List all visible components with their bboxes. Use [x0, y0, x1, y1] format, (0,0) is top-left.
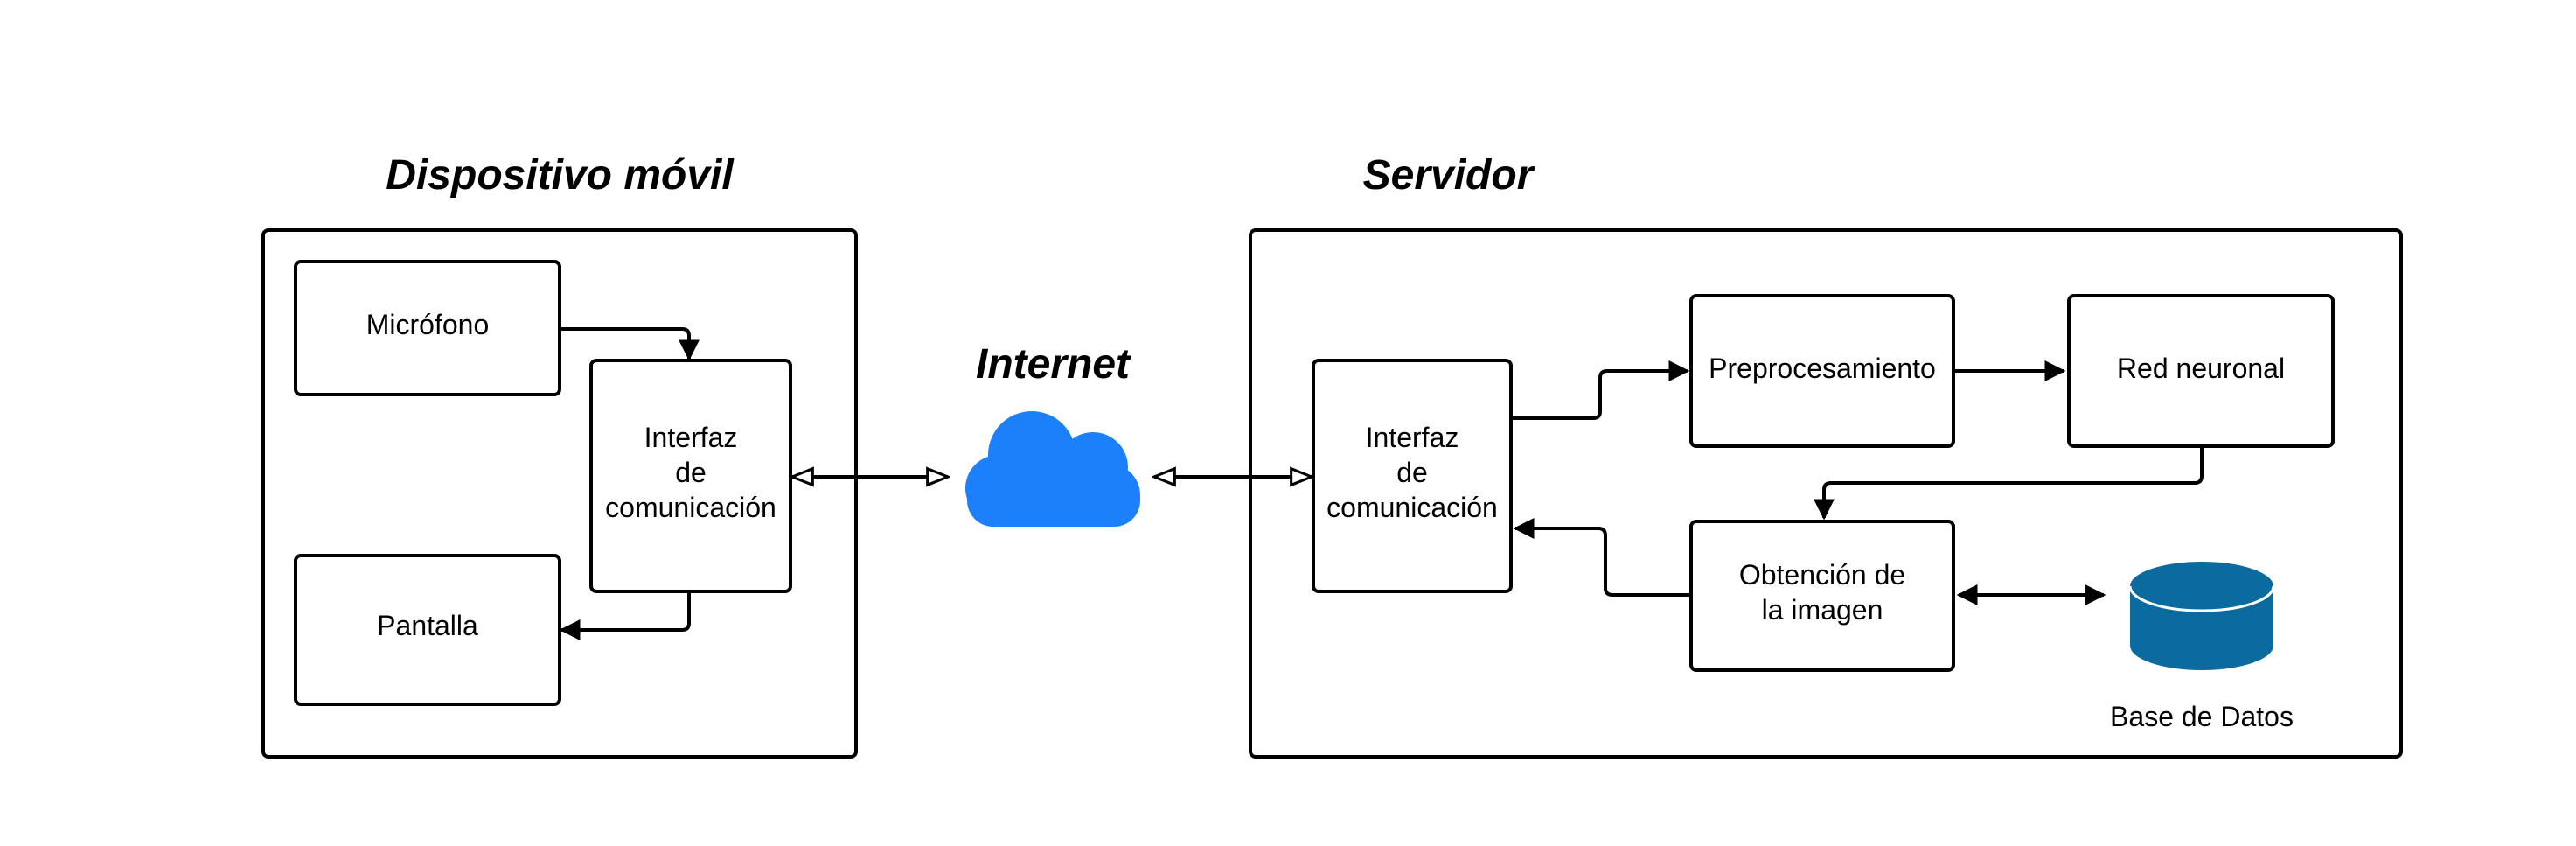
image-retrieval-node — [1689, 520, 1955, 672]
server-interface-node — [1312, 359, 1513, 593]
edge-neural-to-image — [1814, 447, 2204, 521]
preprocessing-node — [1689, 294, 1955, 448]
server-title: Servidor — [1363, 152, 1535, 199]
cloud-icon — [965, 411, 1140, 527]
edge-microphone-to-interface — [560, 327, 700, 361]
screen-label: Pantalla — [377, 610, 478, 641]
screen-node — [294, 554, 561, 706]
image-retrieval-label-2: la imagen — [1762, 594, 1883, 626]
microphone-label: Micrófono — [366, 309, 490, 340]
server-interface-label-2: de — [1396, 457, 1428, 488]
device-interface-node — [589, 359, 792, 593]
server-interface-label-3: comunicación — [1326, 492, 1498, 523]
device-interface-label-2: de — [675, 457, 707, 488]
microphone-node — [294, 260, 561, 396]
server-interface-label-1: Interfaz — [1366, 422, 1459, 453]
edge-image-to-interface — [1513, 518, 1693, 597]
internet-title: Internet — [976, 341, 1131, 388]
device-interface-label-3: comunicación — [605, 492, 776, 523]
neural-network-node — [2067, 294, 2335, 448]
device-title: Dispositivo móvil — [386, 152, 735, 199]
edge-interface-to-screen — [559, 591, 691, 640]
edge-interface-to-preprocessing — [1513, 360, 1690, 420]
neural-network-label: Red neuronal — [2117, 353, 2285, 384]
database-icon — [2128, 562, 2275, 670]
device-interface-label-1: Interfaz — [644, 422, 738, 453]
preprocessing-label: Preprocesamiento — [1709, 353, 1936, 384]
image-retrieval-label-1: Obtención de — [1739, 559, 1905, 591]
database-label: Base de Datos — [2110, 701, 2294, 732]
